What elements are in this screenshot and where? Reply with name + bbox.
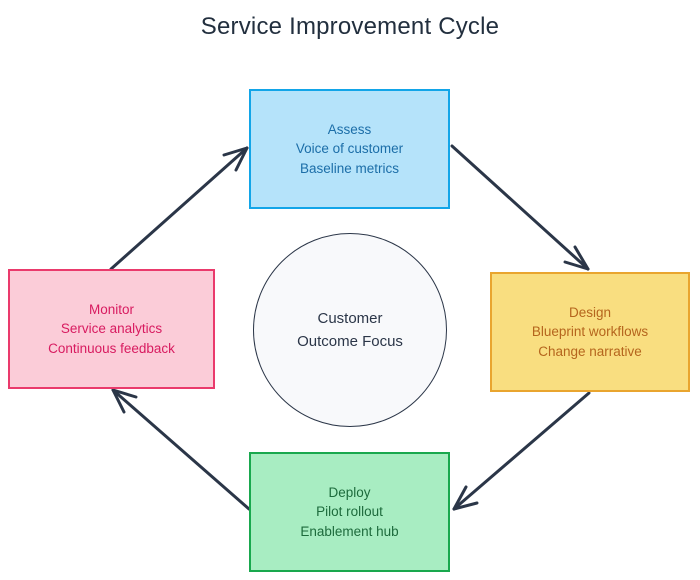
arrow-assess-to-design: [450, 144, 590, 271]
node-deploy-line-3: Enablement hub: [300, 523, 399, 539]
node-monitor-line-3: Continuous feedback: [48, 340, 175, 356]
node-design[interactable]: Design Blueprint workflows Change narrat…: [490, 272, 690, 392]
node-assess[interactable]: Assess Voice of customer Baseline metric…: [249, 89, 450, 209]
node-deploy[interactable]: Deploy Pilot rollout Enablement hub: [249, 452, 450, 572]
node-deploy-line-1: Deploy: [328, 484, 371, 500]
arrow-monitor-to-assess: [109, 146, 249, 271]
node-monitor[interactable]: Monitor Service analytics Continuous fee…: [8, 269, 215, 389]
node-assess-line-3: Baseline metrics: [299, 160, 400, 176]
node-design-line-1: Design: [568, 304, 612, 320]
node-assess-line-1: Assess: [327, 121, 372, 137]
node-monitor-line-1: Monitor: [88, 301, 134, 317]
node-deploy-line-2: Pilot rollout: [316, 504, 383, 520]
center-line-2: Outcome Focus: [297, 333, 403, 350]
node-assess-line-2: Voice of customer: [295, 141, 404, 157]
arrow-design-to-deploy: [452, 391, 591, 511]
node-design-line-3: Change narrative: [538, 343, 642, 359]
node-customer-outcome-focus[interactable]: Customer Outcome Focus: [253, 233, 447, 427]
center-line-1: Customer: [317, 310, 383, 327]
arrow-deploy-to-monitor: [111, 388, 251, 511]
node-design-line-2: Blueprint workflows: [531, 324, 649, 340]
page-title: Service Improvement Cycle: [200, 13, 500, 40]
node-monitor-line-2: Service analytics: [60, 321, 163, 337]
